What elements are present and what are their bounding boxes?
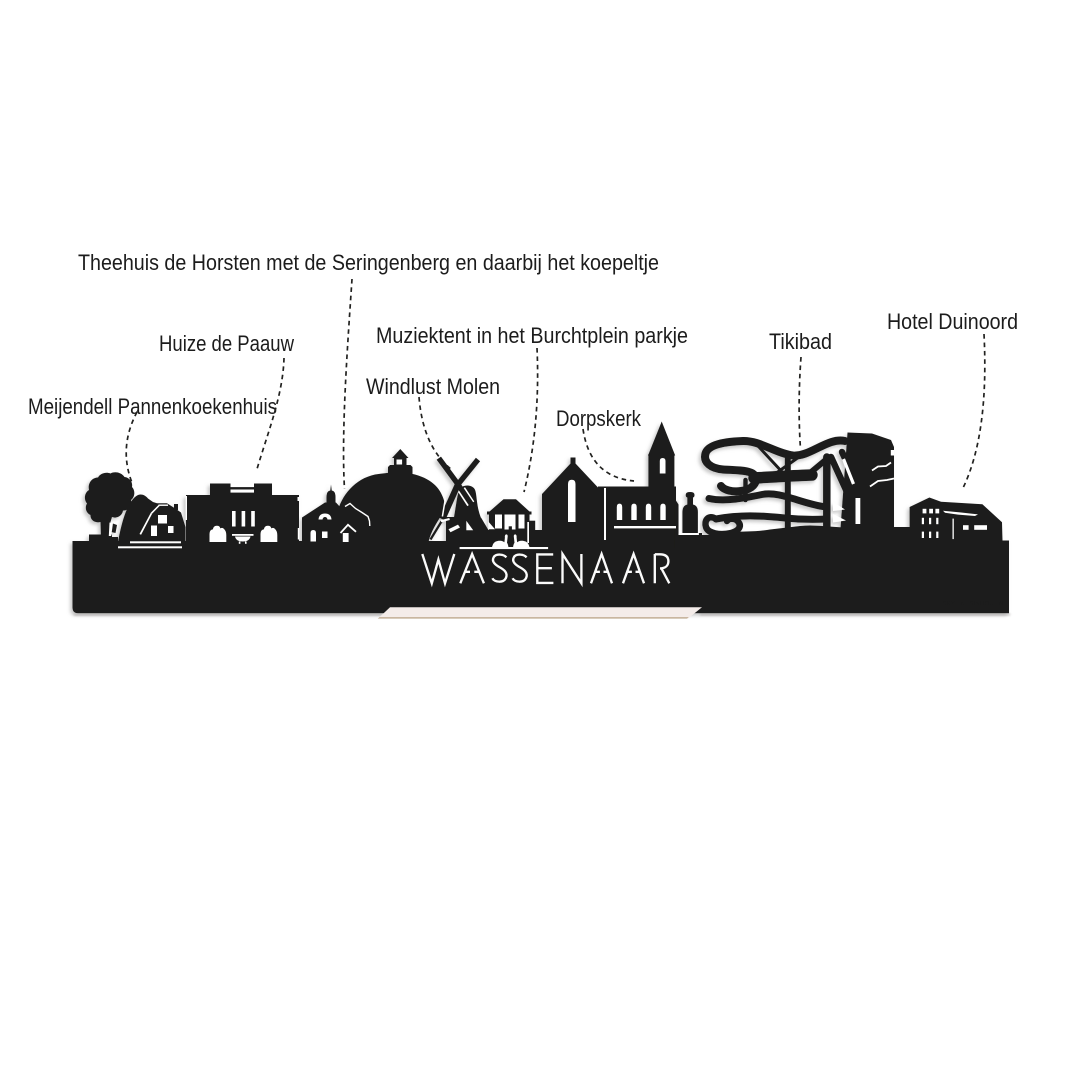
svg-text:Theehuis de Horsten met de Ser: Theehuis de Horsten met de Seringenberg …	[78, 250, 659, 275]
svg-text:Tikibad: Tikibad	[769, 329, 832, 354]
svg-text:Windlust Molen: Windlust Molen	[366, 374, 500, 399]
svg-text:Hotel Duinoord: Hotel Duinoord	[887, 309, 1018, 334]
svg-text:SKYLINESINHOUT.NL: SKYLINESINHOUT.NL	[943, 602, 1008, 608]
svg-text:Huize de Paauw: Huize de Paauw	[159, 331, 294, 356]
svg-text:Dorpskerk: Dorpskerk	[556, 406, 642, 431]
svg-text:Meijendell Pannenkoekenhuis: Meijendell Pannenkoekenhuis	[28, 394, 277, 419]
svg-text:Muziektent in het Burchtplein: Muziektent in het Burchtplein parkje	[376, 323, 688, 348]
